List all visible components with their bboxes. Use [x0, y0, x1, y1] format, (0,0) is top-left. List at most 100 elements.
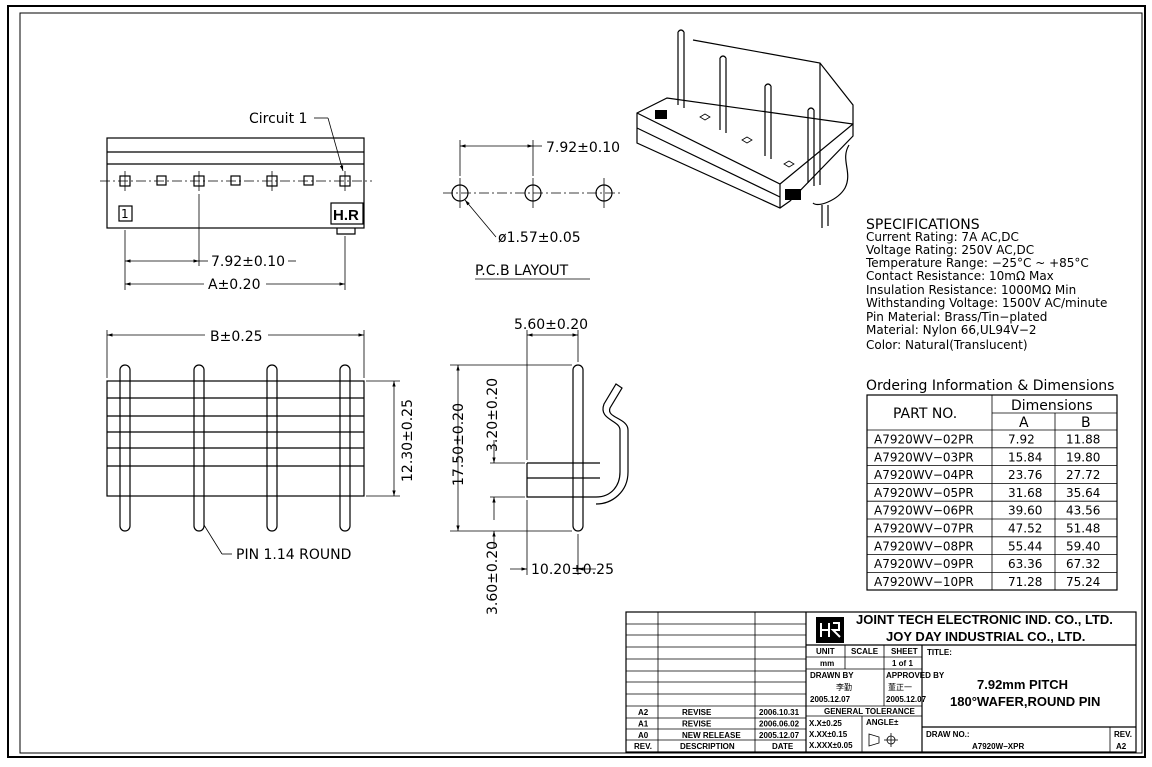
- height-dim: 12.30±0.25: [400, 399, 416, 482]
- approved-label: APPROVED BY: [886, 671, 945, 680]
- brand-mark-box: [330, 202, 364, 225]
- front-pins: [119, 364, 351, 532]
- revision-rev-cell: A2: [638, 708, 649, 717]
- ordering-b-cell: 11.88: [1066, 433, 1100, 447]
- iso-mark-right: [785, 189, 801, 200]
- unit-label: UNIT: [816, 647, 835, 656]
- upper-dim: 3.20±0.20: [485, 378, 501, 452]
- col-dimensions: Dimensions: [1011, 398, 1093, 414]
- spec-line: Pin Material: Brass/Tin−plated: [866, 310, 1047, 324]
- front-view: B±0.25 12.30±0.25 PIN 1.14 ROUND: [106, 329, 416, 563]
- company-name-2: JOY DAY INDUSTRIAL CO., LTD.: [886, 629, 1085, 644]
- side-width-dim: 5.60±0.20: [514, 317, 588, 333]
- angle-label: ANGLE±: [866, 718, 899, 727]
- tolerance-x3: X.XXX±0.05: [809, 741, 853, 750]
- pcb-layout: 7.92±0.10 ø1.57±0.05 P.C.B LAYOUT: [443, 140, 620, 280]
- pin1-marker: [118, 205, 133, 222]
- revision-date-cell: 2006.10.31: [759, 708, 800, 717]
- ordering-part-cell: A7920WV−10PR: [874, 575, 974, 589]
- pcb-hole-dim: ø1.57±0.05: [498, 230, 581, 246]
- drawno-label: DRAW NO.:: [926, 730, 970, 739]
- drawn-label: DRAWN BY: [810, 671, 854, 680]
- b-dim: B±0.25: [210, 329, 263, 345]
- ordering-part-cell: A7920WV−07PR: [874, 522, 974, 536]
- spec-line: Temperature Range: −25°C ~ +85°C: [865, 256, 1089, 270]
- spec-line: Voltage Rating: 250V AC,DC: [866, 243, 1034, 257]
- side-view: 5.60±0.20 17.50±0.20 3.20±0.20 3.60±0.20…: [450, 317, 629, 615]
- col-part: PART NO.: [893, 406, 957, 422]
- title-line-2: 180°WAFER,ROUND PIN: [950, 694, 1100, 709]
- ordering-a-cell: 71.28: [1008, 575, 1042, 589]
- company-logo: [816, 617, 844, 643]
- title-label: TITLE:: [927, 648, 952, 657]
- sheet-border-outer: [7, 5, 1146, 758]
- revision-rev-cell: A1: [638, 720, 649, 729]
- company-name-1: JOINT TECH ELECTRONIC IND. CO., LTD.: [856, 612, 1113, 627]
- spec-line: Current Rating: 7A AC,DC: [866, 230, 1019, 244]
- ordering-b-cell: 43.56: [1066, 504, 1100, 518]
- pcb-pitch-dim: 7.92±0.10: [546, 140, 620, 156]
- spec-heading: SPECIFICATIONS: [866, 217, 980, 233]
- top-pitch-dim: 7.92±0.10: [211, 254, 285, 270]
- isometric-view: [636, 29, 854, 228]
- ordering-part-cell: A7920WV−02PR: [874, 433, 974, 447]
- revision-desc-cell: NEW RELEASE: [682, 731, 741, 740]
- col-a: A: [1019, 415, 1029, 431]
- drawno: A7920W−XPR: [972, 742, 1024, 751]
- spec-line: Withstanding Voltage: 1500V AC/minute: [866, 296, 1107, 310]
- ordering-heading: Ordering Information & Dimensions: [866, 378, 1114, 394]
- pcb-hole: [524, 178, 542, 208]
- hdr-date: DATE: [772, 742, 794, 751]
- ordering-part-cell: A7920WV−04PR: [874, 468, 974, 482]
- pcb-hole: [595, 178, 613, 208]
- spec-line: Insulation Resistance: 1000MΩ Min: [866, 283, 1076, 297]
- drawn-name: 李勤: [836, 682, 852, 692]
- ordering-a-cell: 47.52: [1008, 522, 1042, 536]
- approved-date: 2005.12.07: [886, 695, 927, 704]
- revision-desc-cell: REVISE: [682, 720, 712, 729]
- hdr-rev: REV.: [634, 742, 652, 751]
- spec-line: Color: Natural(Translucent): [866, 338, 1028, 352]
- sheet-border-inner: [19, 12, 1143, 754]
- revision-date-cell: 2005.12.07: [759, 731, 800, 740]
- ordering-a-cell: 55.44: [1008, 539, 1042, 553]
- ordering-part-cell: A7920WV−05PR: [874, 486, 974, 500]
- revision-grid: [626, 623, 806, 741]
- ordering-a-cell: 23.76: [1008, 468, 1042, 482]
- specifications: SPECIFICATIONS Current Rating: 7A AC,DC …: [865, 217, 1107, 352]
- ordering-part-cell: A7920WV−03PR: [874, 450, 974, 464]
- drawn-date: 2005.12.07: [810, 695, 851, 704]
- tolerance-label: GENERAL TOLERANCE: [824, 707, 915, 716]
- unit-value: mm: [820, 659, 834, 668]
- ordering-b-cell: 75.24: [1066, 575, 1100, 589]
- ordering-b-cell: 59.40: [1066, 539, 1100, 553]
- side-pin: [572, 364, 584, 532]
- spec-line: Contact Resistance: 10mΩ Max: [866, 269, 1054, 283]
- brand-mark: H.R: [333, 207, 359, 224]
- total-height-dim: 17.50±0.20: [451, 403, 467, 486]
- projection-symbol: [868, 733, 898, 747]
- rev-label: REV.: [1114, 730, 1132, 739]
- iso-pins: [677, 29, 829, 228]
- circuit-label: Circuit 1: [249, 111, 307, 127]
- depth-dim: 10.20±0.25: [531, 562, 614, 578]
- hdr-description: DESCRIPTION: [680, 742, 735, 751]
- tolerance-x2: X.XX±0.15: [809, 730, 848, 739]
- sheet-value: 1 of 1: [892, 659, 913, 668]
- pin1-marker-digit: 1: [121, 207, 129, 221]
- scale-label: SCALE: [851, 647, 879, 656]
- ordering-a-cell: 15.84: [1008, 450, 1042, 464]
- tolerance-x1: X.X±0.25: [809, 719, 842, 728]
- iso-mark-left: [655, 110, 667, 119]
- ordering-b-cell: 19.80: [1066, 450, 1100, 464]
- sheet-label: SHEET: [891, 647, 918, 656]
- spec-line: Material: Nylon 66,UL94V−2: [866, 323, 1037, 337]
- ordering-a-cell: 63.36: [1008, 557, 1042, 571]
- pcb-title: P.C.B LAYOUT: [475, 263, 569, 279]
- pin-note: PIN 1.14 ROUND: [236, 547, 351, 563]
- lower-dim: 3.60±0.20: [485, 541, 501, 615]
